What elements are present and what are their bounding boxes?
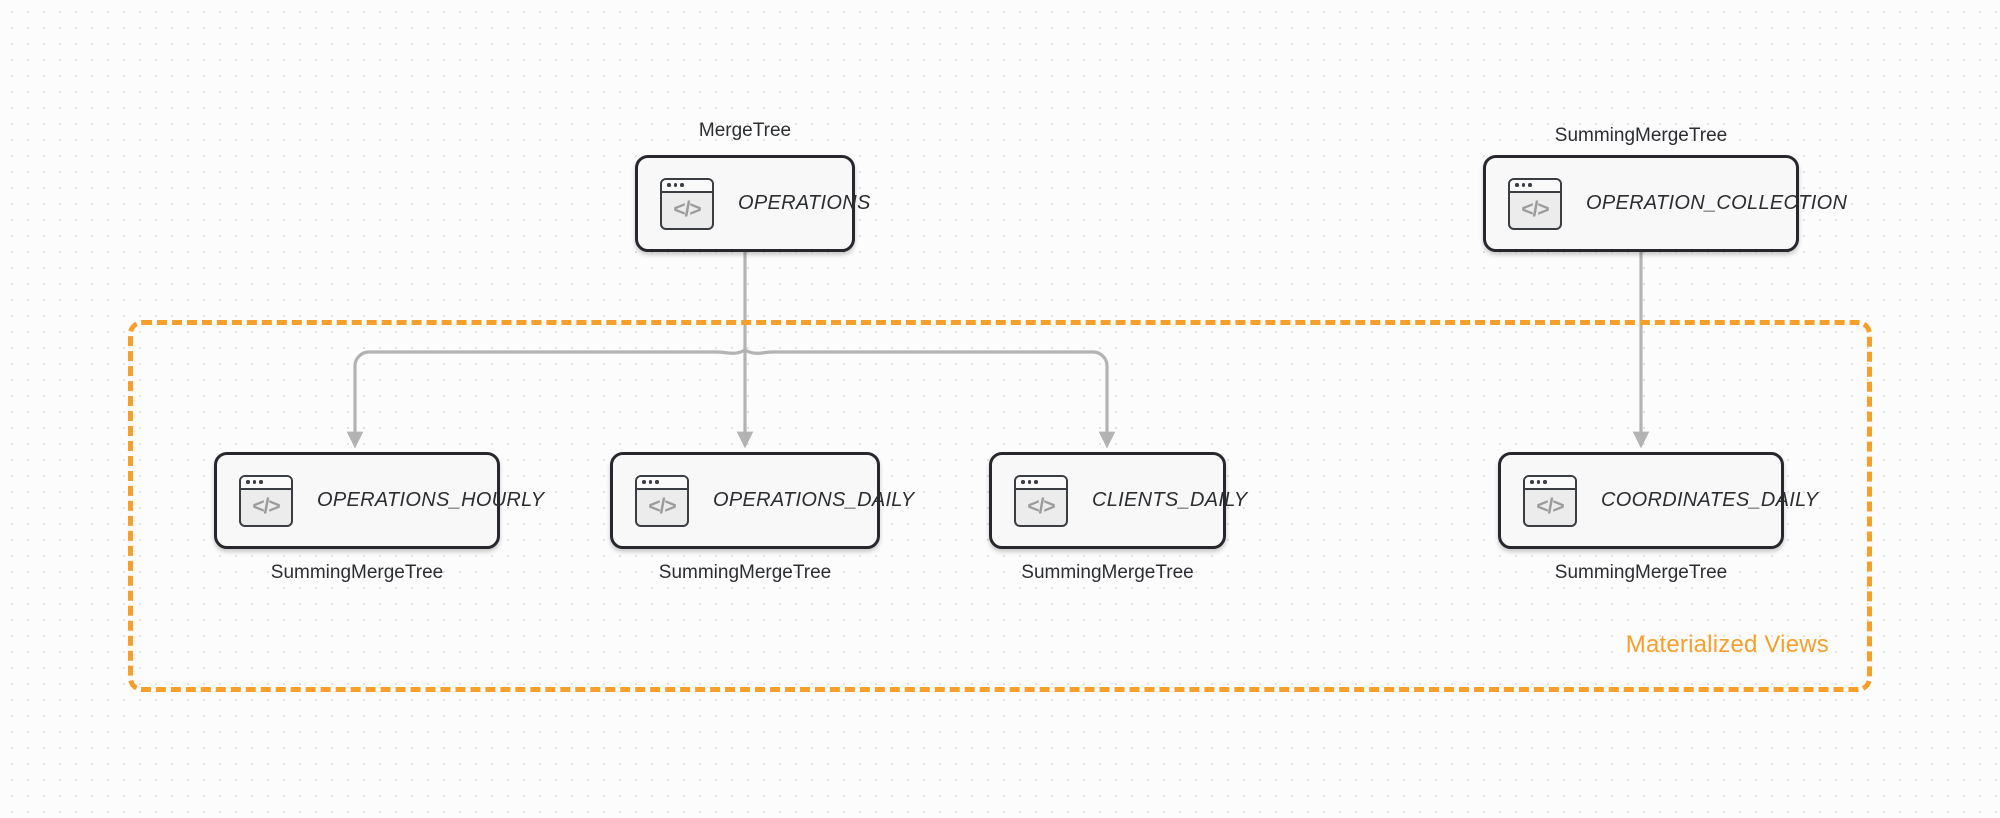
icon-titlebar (241, 476, 291, 490)
icon-dot (1027, 480, 1031, 484)
node-operation-collection[interactable]: </> OPERATION_COLLECTION (1483, 155, 1847, 252)
node-label-coordinates-daily: COORDINATES_DAILY (1601, 489, 1819, 511)
icon-dot (667, 183, 671, 187)
icon-dot (655, 480, 659, 484)
engine-caption-operation-collection: SummingMergeTree (1554, 125, 1728, 146)
icon-titlebar (1016, 476, 1066, 490)
engine-caption-operations-hourly: SummingMergeTree (270, 562, 444, 583)
materialized-views-label: Materialized Views (1625, 631, 1829, 658)
node-operations-hourly[interactable]: </> OPERATIONS_HOURLY (214, 452, 544, 549)
materialized-views-group: Materialized Views (128, 320, 1872, 692)
icon-dot (1515, 183, 1519, 187)
engine-caption-operations: MergeTree (698, 120, 792, 141)
icon-dot (1543, 480, 1547, 484)
node-operations-daily[interactable]: </> OPERATIONS_DAILY (610, 452, 914, 549)
node-label-clients-daily: CLIENTS_DAILY (1092, 489, 1248, 511)
icon-code-glyph: </> (648, 495, 676, 518)
icon-code-glyph: </> (1027, 495, 1055, 518)
code-window-icon: </> (1523, 474, 1577, 527)
icon-titlebar (662, 179, 712, 193)
icon-dot (673, 183, 677, 187)
code-window-icon: </> (660, 177, 714, 230)
icon-dot (642, 480, 646, 484)
node-label-operations-daily: OPERATIONS_DAILY (713, 489, 915, 511)
icon-dot (1034, 480, 1038, 484)
code-window-icon: </> (239, 474, 293, 527)
code-window-icon: </> (635, 474, 689, 527)
node-operations[interactable]: </> OPERATIONS (635, 155, 870, 252)
node-label-operations-hourly: OPERATIONS_HOURLY (317, 489, 545, 511)
engine-caption-clients-daily: SummingMergeTree (1021, 562, 1194, 583)
icon-dot (1521, 183, 1525, 187)
icon-dot (648, 480, 652, 484)
node-clients-daily[interactable]: </> CLIENTS_DAILY (989, 452, 1247, 549)
icon-code-glyph: </> (1536, 495, 1564, 518)
engine-caption-operations-daily: SummingMergeTree (658, 562, 832, 583)
node-coordinates-daily[interactable]: </> COORDINATES_DAILY (1498, 452, 1818, 549)
icon-dot (1536, 480, 1540, 484)
node-label-operations: OPERATIONS (738, 192, 871, 214)
icon-code-glyph: </> (1521, 198, 1549, 221)
icon-titlebar (1525, 476, 1575, 490)
icon-dot (680, 183, 684, 187)
code-window-icon: </> (1014, 474, 1068, 527)
icon-dot (1528, 183, 1532, 187)
icon-dot (1530, 480, 1534, 484)
icon-titlebar (637, 476, 687, 490)
node-label-operation-collection: OPERATION_COLLECTION (1586, 192, 1848, 214)
icon-dot (246, 480, 250, 484)
icon-dot (259, 480, 263, 484)
icon-dot (1021, 480, 1025, 484)
engine-caption-coordinates-daily: SummingMergeTree (1554, 562, 1728, 583)
icon-code-glyph: </> (673, 198, 701, 221)
code-window-icon: </> (1508, 177, 1562, 230)
icon-dot (252, 480, 256, 484)
icon-code-glyph: </> (252, 495, 280, 518)
icon-titlebar (1510, 179, 1560, 193)
